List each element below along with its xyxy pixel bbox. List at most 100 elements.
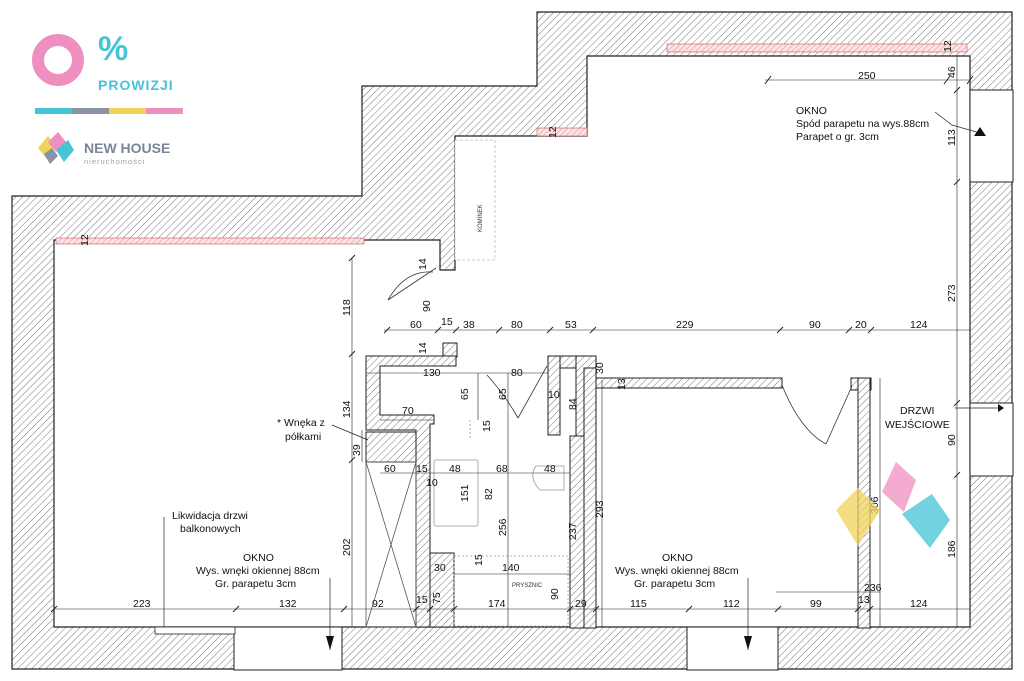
fireplace: KOMINEK xyxy=(454,139,496,261)
dim-99: 99 xyxy=(810,598,822,610)
dim-256: 256 xyxy=(497,518,509,536)
dim-13-top: 13 xyxy=(616,378,628,390)
dim-20: 20 xyxy=(855,319,867,331)
dim-90-top: 90 xyxy=(809,319,821,331)
dim-39: 39 xyxy=(351,444,363,456)
window-mid-line3: Gr. parapetu 3cm xyxy=(634,578,715,590)
color-bar-pink xyxy=(146,108,183,114)
dim-92: 92 xyxy=(372,598,384,610)
dim-15-top: 15 xyxy=(441,316,453,328)
dim-15-bottom: 15 xyxy=(416,594,428,606)
dim-124-bottom: 124 xyxy=(910,598,928,610)
dim-12-right: 12 xyxy=(942,40,954,52)
window-mid-label: OKNO xyxy=(662,552,693,564)
dim-112: 112 xyxy=(723,598,740,610)
watermark-logo xyxy=(836,462,950,548)
dim-118: 118 xyxy=(341,299,353,316)
percent-sign: % xyxy=(98,30,128,68)
color-bar-yellow xyxy=(109,108,146,114)
dim-65-right: 65 xyxy=(497,388,509,400)
dim-186: 186 xyxy=(946,540,958,558)
dim-80-top: 80 xyxy=(511,319,523,331)
window-left-line3: Gr. parapetu 3cm xyxy=(215,578,296,590)
dim-75: 75 xyxy=(431,592,443,604)
balcony-note-1: Likwidacja drzwi xyxy=(172,510,248,522)
bathroom-fixtures xyxy=(433,420,569,627)
dim-29: 29 xyxy=(575,598,587,610)
window-mid-line2: Wys. wnęki okiennej 88cm xyxy=(615,565,739,577)
dim-12-left: 12 xyxy=(79,234,91,246)
room-notes: OKNO Spód parapetu na wys.88cm Parapet o… xyxy=(172,105,950,590)
prowizji-text: PROWIZJI xyxy=(98,77,174,93)
dim-68: 68 xyxy=(496,463,508,475)
dim-48-left: 48 xyxy=(449,463,461,475)
dim-38: 38 xyxy=(463,319,475,331)
dim-113: 113 xyxy=(946,129,958,146)
dim-236: 236 xyxy=(864,582,882,594)
dim-90-right: 90 xyxy=(946,434,958,446)
arrow-heads xyxy=(326,127,1004,650)
window-left-label: OKNO xyxy=(243,552,274,564)
dim-115: 115 xyxy=(630,598,647,610)
dim-237: 237 xyxy=(567,522,579,540)
niche-label-2: półkami xyxy=(285,431,321,443)
dim-82: 82 xyxy=(483,488,495,500)
color-bar-grey xyxy=(72,108,109,114)
okno-top-line3: Parapet o gr. 3cm xyxy=(796,131,879,143)
dim-60-top: 60 xyxy=(410,319,422,331)
insulation-strips xyxy=(55,43,968,245)
color-bar-cyan xyxy=(35,108,72,114)
new-house-subtitle: nieruchomości xyxy=(84,157,145,166)
okno-top-label: OKNO xyxy=(796,105,827,117)
window-left-line2: Wys. wnęki okiennej 88cm xyxy=(196,565,320,577)
dim-229: 229 xyxy=(676,319,694,331)
dim-10-top: 10 xyxy=(548,389,560,401)
dim-15-bath: 15 xyxy=(473,554,485,566)
dim-10-mid: 10 xyxy=(426,477,438,489)
doors xyxy=(387,267,853,445)
dim-60-mid: 60 xyxy=(384,463,396,475)
dim-15-mid: 15 xyxy=(481,420,493,432)
dim-273: 273 xyxy=(946,284,958,302)
dim-14-mid: 14 xyxy=(417,342,429,354)
brand-logo: % PROWIZJI NEW HOUSE nieruchomości xyxy=(32,30,183,166)
dim-90-bath: 90 xyxy=(549,588,561,600)
zero-circle-icon xyxy=(32,34,84,86)
dim-151: 151 xyxy=(459,484,471,502)
outer-walls xyxy=(11,11,1014,671)
dim-46: 46 xyxy=(946,66,958,78)
dim-250: 250 xyxy=(858,70,876,82)
shower-label: PRYSZNIC xyxy=(512,583,543,589)
dim-15-wall: 15 xyxy=(416,463,428,475)
dim-48-right: 48 xyxy=(544,463,556,475)
dim-65-left: 65 xyxy=(459,388,471,400)
balcony-note-2: balkonowych xyxy=(180,523,241,535)
okno-top-line2: Spód parapetu na wys.88cm xyxy=(796,118,929,130)
dimension-lines xyxy=(54,56,970,627)
dim-293: 293 xyxy=(594,500,606,518)
dimension-ticks xyxy=(50,75,974,613)
dim-202: 202 xyxy=(341,538,353,556)
dim-12-mid: 12 xyxy=(547,126,559,138)
leader-lines xyxy=(163,111,998,650)
dim-223: 223 xyxy=(133,598,151,610)
dim-30-top: 30 xyxy=(594,362,606,374)
entrance-door-label-1: DRZWI xyxy=(900,405,934,417)
dimension-values: 12 12 12 250 46 113 273 14 90 118 60 15 … xyxy=(79,40,958,610)
wardrobe-niche xyxy=(365,461,417,628)
new-house-icon xyxy=(38,132,74,164)
niche-label-1: * Wnęka z xyxy=(277,417,325,429)
dim-174: 174 xyxy=(488,598,506,610)
entrance-door-label-2: WEJŚCIOWE xyxy=(885,418,950,431)
balcony-door-removed xyxy=(154,626,236,635)
fireplace-label: KOMINEK xyxy=(478,204,484,232)
new-house-text: NEW HOUSE xyxy=(84,140,170,156)
dim-70: 70 xyxy=(402,405,414,417)
dim-53: 53 xyxy=(565,319,577,331)
dim-90-door: 90 xyxy=(421,300,433,312)
dim-13-bottom: 13 xyxy=(858,594,870,606)
dim-84: 84 xyxy=(567,398,579,410)
dim-124-top: 124 xyxy=(910,319,928,331)
dim-132: 132 xyxy=(279,598,297,610)
